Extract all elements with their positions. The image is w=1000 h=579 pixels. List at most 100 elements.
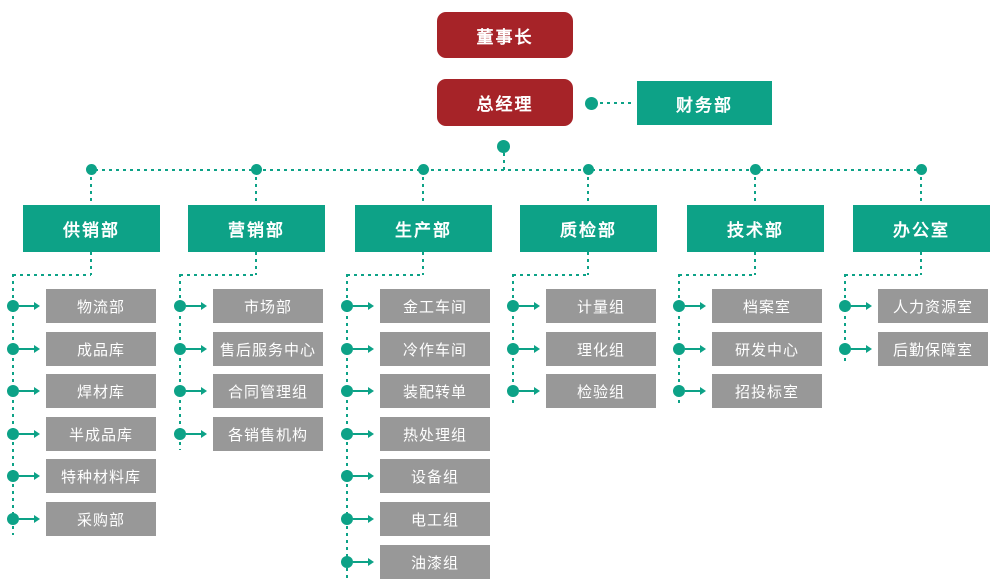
sub-row: 各销售机构 [174,417,323,451]
sub-node: 研发中心 [712,332,822,366]
elbow-h-1 [180,274,256,276]
arrow-shaft [353,390,368,392]
sub-node: 冷作车间 [380,332,490,366]
sub-node: 设备组 [380,459,490,493]
arrow-head-icon [201,302,207,310]
elbow-h-3 [513,274,588,276]
elbow-h-4 [679,274,755,276]
elbow-v-4 [754,252,756,275]
arrow-shaft [353,305,368,307]
spine-2 [346,274,348,578]
sub-row: 设备组 [341,459,490,493]
main-branch-line [88,169,923,171]
dept-node-0: 供销部 [23,205,160,252]
arrow-shaft [519,305,534,307]
connector-stem-gm [503,153,505,170]
sub-node: 理化组 [546,332,656,366]
sub-node: 检验组 [546,374,656,408]
arrow-shaft [353,475,368,477]
bullet-dot-icon [341,385,353,397]
sub-row: 售后服务中心 [174,332,323,366]
arrow-head-icon [368,345,374,353]
elbow-v-2 [422,252,424,275]
sub-node: 金工车间 [380,289,490,323]
arrow-head-icon [34,302,40,310]
dept-node-3: 质检部 [520,205,657,252]
sub-row: 成品库 [7,332,156,366]
bullet-dot-icon [7,428,19,440]
sub-row: 后勤保障室 [839,332,988,366]
spine-4 [678,274,680,407]
sub-node: 特种材料库 [46,459,156,493]
sub-row: 电工组 [341,502,490,536]
branch-dot-0 [86,164,97,175]
elbow-v-5 [920,252,922,275]
arrow-head-icon [534,387,540,395]
sub-row: 检验组 [507,374,656,408]
bullet-dot-icon [673,300,685,312]
sub-row: 档案室 [673,289,822,323]
bullet-dot-icon [7,470,19,482]
arrow-head-icon [34,430,40,438]
arrow-shaft [186,390,201,392]
sub-node: 焊材库 [46,374,156,408]
sub-node: 档案室 [712,289,822,323]
bullet-dot-icon [7,385,19,397]
sub-node: 售后服务中心 [213,332,323,366]
sub-row: 装配转单 [341,374,490,408]
dept-node-2: 生产部 [355,205,492,252]
connector-dot-gm-bottom [497,140,510,153]
arrow-shaft [19,348,34,350]
dept-node-1: 营销部 [188,205,325,252]
sub-row: 半成品库 [7,417,156,451]
arrow-shaft [186,433,201,435]
arrow-shaft [519,390,534,392]
bullet-dot-icon [341,428,353,440]
arrow-shaft [353,348,368,350]
branch-drop-4 [754,170,756,205]
bullet-dot-icon [507,343,519,355]
dept-node-4: 技术部 [687,205,824,252]
bullet-dot-icon [673,343,685,355]
arrow-shaft [186,348,201,350]
sub-row: 市场部 [174,289,323,323]
sub-node: 人力资源室 [878,289,988,323]
sub-row: 油漆组 [341,545,490,579]
sub-node: 物流部 [46,289,156,323]
arrow-head-icon [700,387,706,395]
sub-row: 物流部 [7,289,156,323]
spine-1 [179,274,181,450]
arrow-shaft [851,348,866,350]
bullet-dot-icon [507,300,519,312]
spine-3 [512,274,514,407]
arrow-head-icon [368,387,374,395]
bullet-dot-icon [174,300,186,312]
sub-node: 油漆组 [380,545,490,579]
arrow-shaft [19,475,34,477]
connector-line-gm-finance [600,102,633,104]
arrow-head-icon [34,472,40,480]
arrow-shaft [685,348,700,350]
branch-dot-5 [916,164,927,175]
arrow-shaft [19,390,34,392]
bullet-dot-icon [839,343,851,355]
sub-row: 招投标室 [673,374,822,408]
sub-row: 理化组 [507,332,656,366]
arrow-head-icon [368,515,374,523]
node-general-manager: 总经理 [437,79,573,126]
spine-0 [12,274,14,535]
sub-node: 合同管理组 [213,374,323,408]
branch-dot-1 [251,164,262,175]
bullet-dot-icon [341,556,353,568]
elbow-h-0 [13,274,91,276]
sub-node: 装配转单 [380,374,490,408]
arrow-shaft [186,305,201,307]
bullet-dot-icon [507,385,519,397]
sub-node: 各销售机构 [213,417,323,451]
sub-row: 计量组 [507,289,656,323]
branch-drop-5 [920,170,922,205]
arrow-head-icon [700,302,706,310]
bullet-dot-icon [341,470,353,482]
arrow-shaft [19,305,34,307]
arrow-head-icon [34,515,40,523]
